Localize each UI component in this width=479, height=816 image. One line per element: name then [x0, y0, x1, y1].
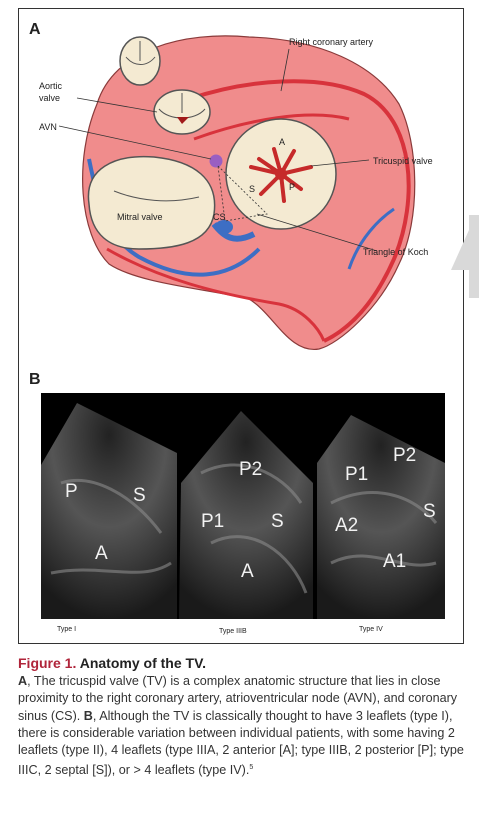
echo-images: P S A P2 P1 S A P1 P2 A2 S A1 [41, 393, 445, 619]
label-leaflet-a: A [279, 137, 285, 147]
caption-b-text: , Although the TV is classically thought… [18, 708, 464, 778]
echo2-label-p1: P1 [201, 511, 225, 532]
figure-caption: Figure 1. Anatomy of the TV. A, The tric… [18, 655, 468, 780]
echo2-label-p2: P2 [239, 459, 263, 480]
avn-dot [209, 154, 223, 168]
label-leaflet-p: P [289, 182, 295, 192]
echo1-label-s: S [133, 485, 146, 506]
echo3-label-a2: A2 [335, 515, 359, 536]
label-triangle-of-koch: Triangle of Koch [363, 247, 428, 257]
lower-artery [106, 247, 326, 342]
caption-a-letter: A [18, 674, 28, 689]
echo1-label-p: P [65, 481, 78, 502]
echo-sectors [41, 403, 445, 619]
tricuspid-leaflets [249, 147, 313, 203]
figure-1: A [18, 8, 464, 644]
panel-a-letter: A [29, 21, 41, 38]
caption-figure-number: Figure 1. [18, 655, 77, 671]
caption-a-text: , The tricuspid valve (TV) is a complex … [18, 674, 458, 723]
echo3-label-s: S [423, 501, 436, 522]
caption-title: Figure 1. Anatomy of the TV. [18, 655, 468, 672]
echo-sector-type-i [41, 403, 177, 619]
coronary-branch [193, 113, 350, 141]
panel-b-letter: B [29, 371, 41, 388]
label-valve: valve [39, 93, 60, 103]
label-aortic: Aortic [39, 81, 63, 91]
label-avn: AVN [39, 122, 57, 132]
echo1-label-a: A [95, 543, 108, 564]
echo3-label-p2: P2 [393, 445, 417, 466]
caption-body: A, The tricuspid valve (TV) is a complex… [18, 673, 468, 779]
type-label-3: Type IV [359, 626, 383, 633]
caption-figure-title: Anatomy of the TV. [79, 655, 207, 671]
label-leaflet-s: S [249, 184, 255, 194]
label-cs: CS [213, 212, 226, 222]
label-right-coronary-artery: Right coronary artery [289, 37, 374, 47]
caption-reference: 5 [249, 764, 254, 772]
right-coronary-artery [188, 79, 411, 343]
echo3-label-p1: P1 [345, 464, 369, 485]
type-label-1: Type I [57, 626, 77, 633]
echo-sector-type-iiib [179, 411, 313, 619]
vein-right [347, 207, 395, 270]
echo-sector-type-iv [317, 415, 445, 619]
background-watermark-fragment [451, 215, 479, 298]
echo3-label-a1: A1 [383, 551, 407, 572]
label-mitral-valve: Mitral valve [117, 212, 163, 222]
triangle-of-koch-outline [217, 164, 268, 222]
caption-b-letter: B [83, 708, 93, 723]
type-label-2: Type IIIB [219, 628, 247, 635]
label-tricuspid-valve: Tricuspid valve [373, 156, 433, 166]
heart-anatomy-illustration: Right coronary artery Aortic valve AVN T… [39, 35, 433, 350]
echo2-label-a: A [241, 561, 254, 582]
echo2-label-s: S [271, 511, 284, 532]
mitral-valve-shape [87, 155, 216, 250]
cs-opening [215, 220, 233, 234]
